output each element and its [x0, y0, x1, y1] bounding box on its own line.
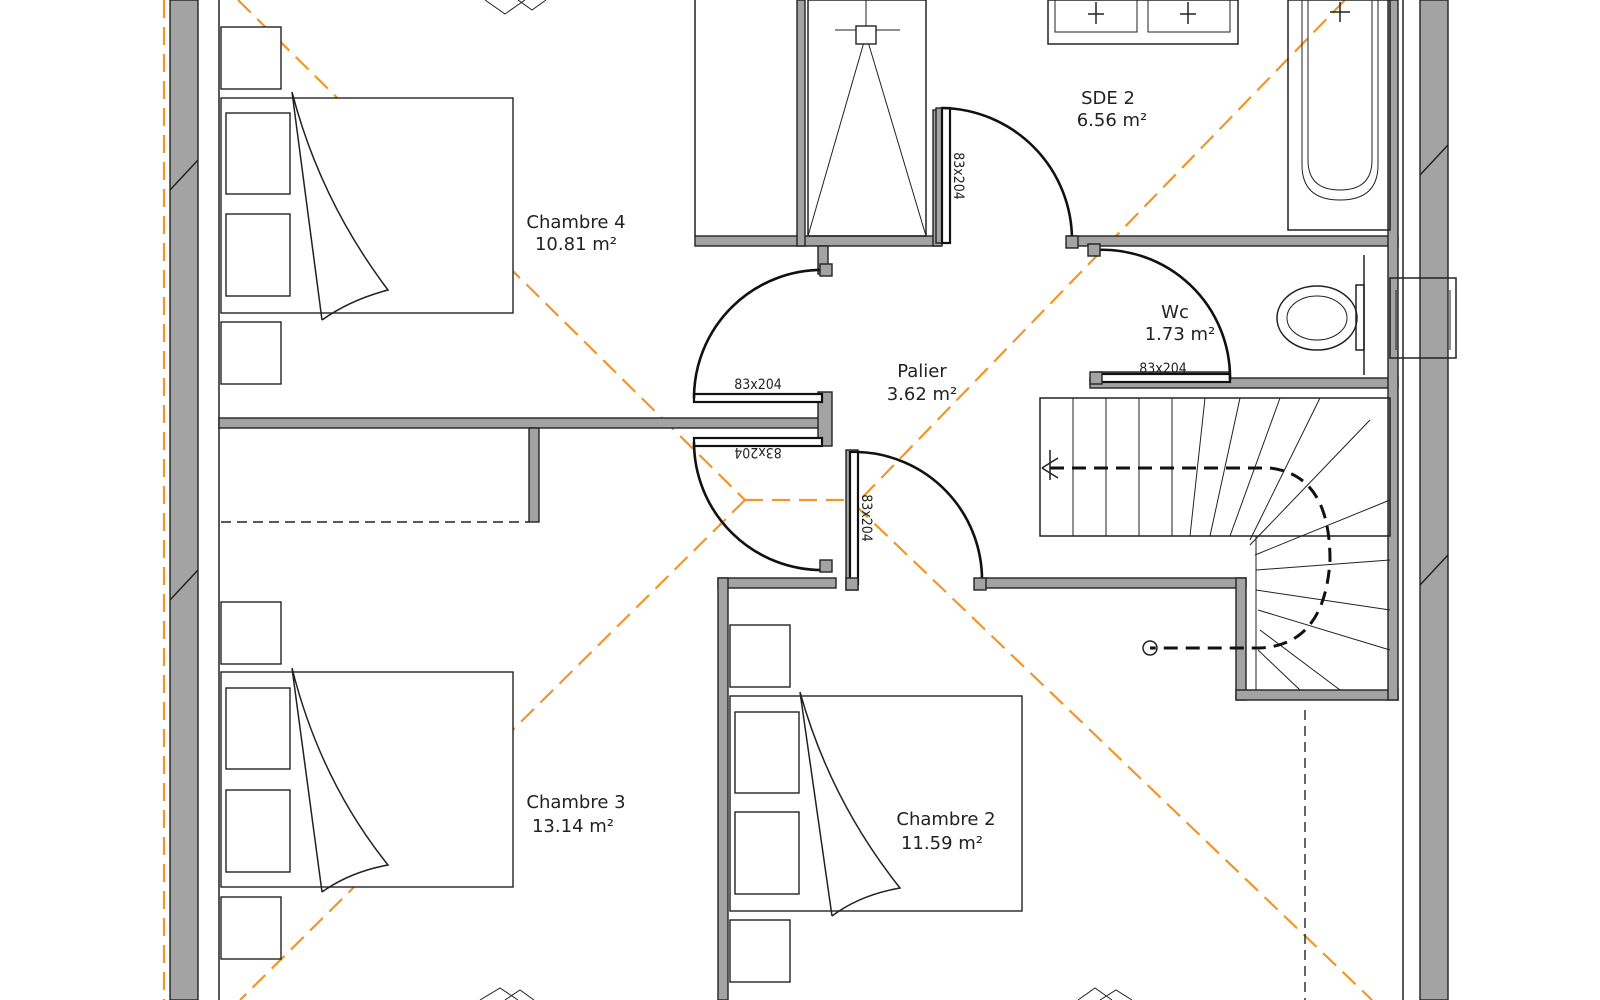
room-name: Chambre 4: [526, 212, 625, 233]
room-label-sde-2: SDE 2 6.56 m²: [1077, 88, 1148, 131]
room-area: 11.59 m²: [901, 833, 983, 854]
exterior-walls: [169, 0, 1449, 1000]
room-label-chambre-4: Chambre 4 10.81 m²: [526, 212, 625, 255]
door-label-chambre2: 83x204: [858, 494, 874, 542]
room-label-chambre-3: Chambre 3 13.14 m²: [526, 792, 625, 837]
room-label-chambre-2: Chambre 2 11.59 m²: [896, 809, 995, 854]
room-name: Wc: [1161, 302, 1189, 323]
bed-chambre-3: [220, 601, 514, 960]
room-area: 13.14 m²: [532, 816, 614, 837]
room-area: 10.81 m²: [535, 234, 617, 255]
room-name: Palier: [897, 361, 947, 382]
doors: [692, 106, 1232, 591]
room-area: 6.56 m²: [1077, 110, 1148, 131]
room-area: 1.73 m²: [1145, 324, 1216, 345]
door-label-chambre4: 83x204: [734, 377, 782, 393]
furniture: [220, 0, 1457, 1000]
room-label-wc: Wc 1.73 m²: [1145, 302, 1216, 345]
room-label-palier: Palier 3.62 m²: [887, 361, 958, 405]
door-label-wc: 83x204: [1139, 361, 1187, 377]
room-name: SDE 2: [1081, 88, 1135, 109]
staircase: [1039, 397, 1391, 691]
door-label-sde2: 83x204: [950, 152, 966, 200]
door-label-chambre3: 83x204: [734, 444, 782, 460]
bed-chambre-4: [220, 26, 514, 385]
room-name: Chambre 3: [526, 792, 625, 813]
room-area: 3.62 m²: [887, 384, 958, 405]
room-name: Chambre 2: [896, 809, 995, 830]
bed-chambre-2: [729, 624, 1023, 983]
